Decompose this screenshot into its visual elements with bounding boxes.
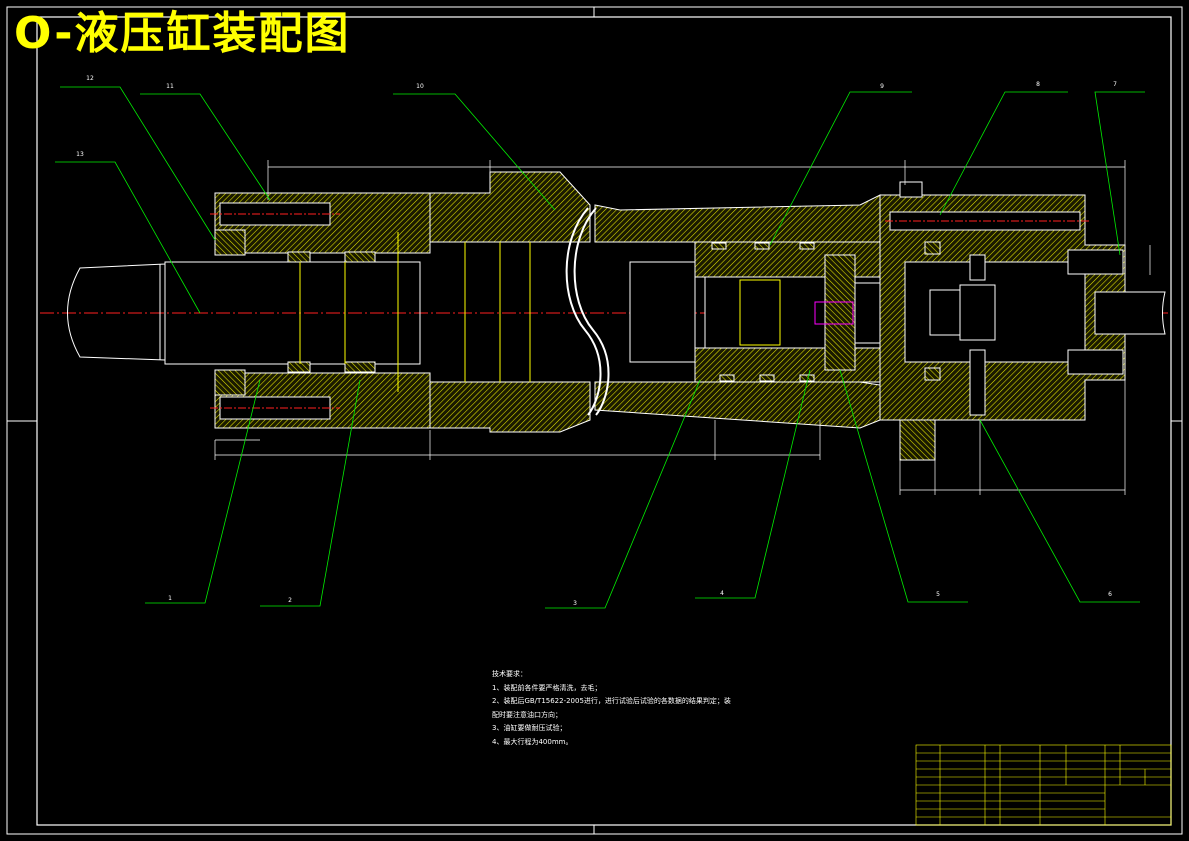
note-line: 2、装配后GB/T15622-2005进行，进行试验后试验的各数据的结果判定；装 [492,697,731,705]
callout-5: 5 [936,591,940,598]
note-line: 配时要注意油口方向； [492,710,562,719]
technical-notes: 技术要求： 1、装配前各件要严格清洗，去毛； 2、装配后GB/T15622-20… [492,668,731,749]
callout-3: 3 [573,600,577,607]
cylinder-barrel [429,171,881,433]
callout-12: 12 [86,75,94,82]
drawing-frame [6,6,1183,835]
leader-lines [55,86,1145,609]
callout-11: 11 [166,83,174,90]
callout-2: 2 [288,597,292,604]
front-cover [210,192,431,429]
drawing-title: O-液压缸装配图 [14,8,351,59]
dimension-lines [214,160,1151,495]
rod-section-lines [299,232,531,392]
callout-7: 7 [1113,81,1117,88]
note-line: 3、油缸要做耐压试验； [492,724,567,732]
notes-heading: 技术要求： [492,670,527,678]
callout-1: 1 [168,595,172,602]
callout-10: 10 [416,83,424,90]
callout-13: 13 [76,151,84,158]
callout-numbers: 12 11 13 10 9 8 7 1 2 3 4 5 6 [76,75,1117,607]
piston-rod [67,261,421,365]
piston [629,241,906,383]
note-line: 1、装配前各件要严格清洗，去毛； [492,683,602,692]
callout-4: 4 [720,590,724,597]
callout-8: 8 [1036,81,1040,88]
title-block [915,744,1172,826]
rear-cover [879,181,1166,461]
callout-6: 6 [1108,591,1112,598]
note-line: 4、最大行程为400mm。 [492,737,573,746]
callout-9: 9 [880,83,884,90]
